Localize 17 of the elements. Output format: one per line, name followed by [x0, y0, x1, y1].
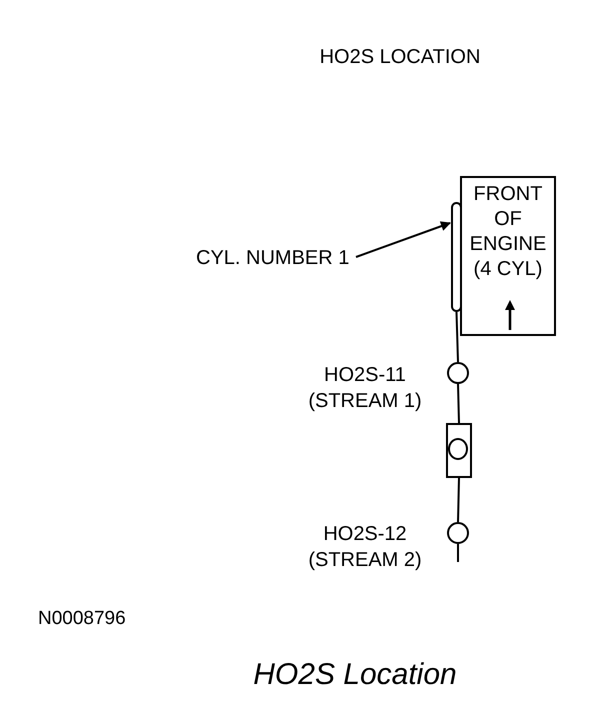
engine-box [460, 176, 556, 336]
figure-code: N0008796 [38, 608, 126, 630]
sensor-circle [447, 362, 469, 384]
sensor-label: HO2S-11 (STREAM 1) [307, 363, 423, 414]
pipe-line [457, 478, 460, 522]
pipe-line [457, 544, 459, 562]
leader-line [356, 221, 451, 258]
engine-label: FRONT OF ENGINE (4 CYL) [468, 182, 548, 282]
diagram-title: HO2S LOCATION [318, 46, 482, 69]
catalyst-box [446, 423, 472, 478]
sensor-label: HO2S-12 (STREAM 2) [307, 522, 423, 573]
pipe-line [457, 384, 460, 424]
callout-text: CYL. NUMBER 1 [196, 246, 350, 270]
sensor-circle [447, 522, 469, 544]
caption: HO2S Location [252, 658, 458, 692]
pipe-line [456, 312, 459, 362]
manifold-bar [451, 202, 462, 312]
